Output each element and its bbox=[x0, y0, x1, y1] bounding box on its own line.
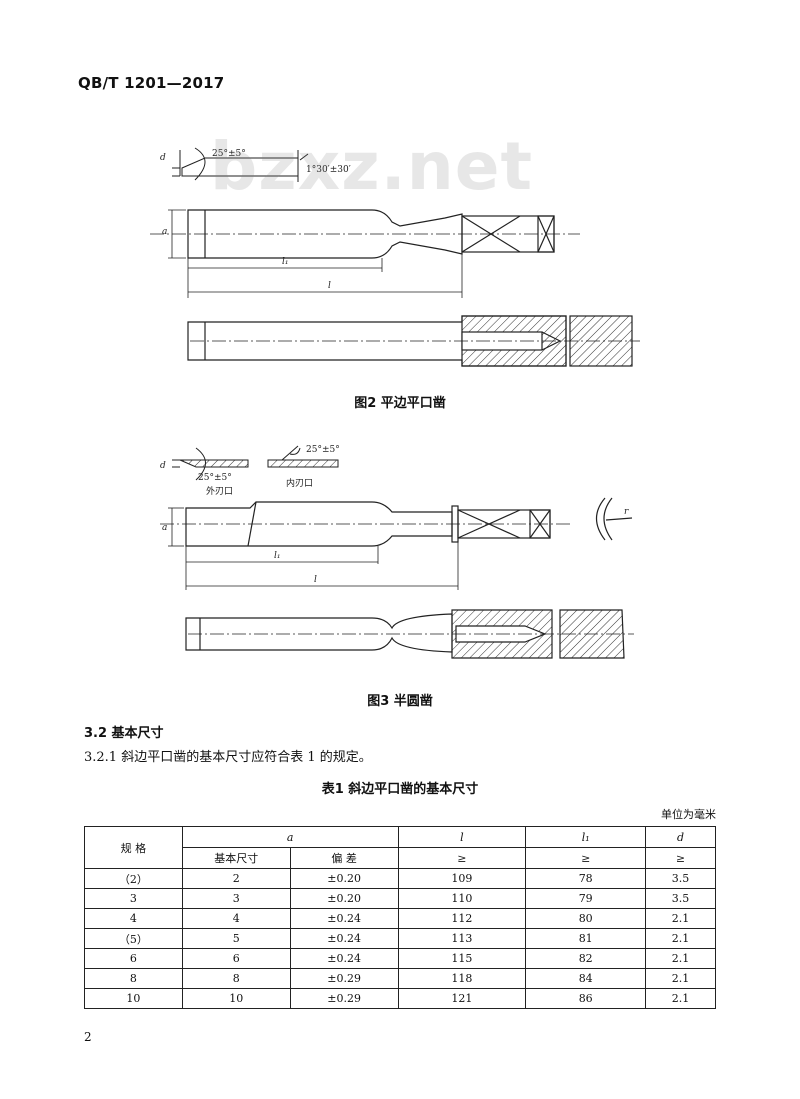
table-row: 10 10 ±0.29 121 86 2.1 bbox=[84, 988, 716, 1009]
cell-d: 2.1 bbox=[645, 968, 716, 989]
unit-note: 单位为毫米 bbox=[661, 808, 716, 821]
cell-spec: 6 bbox=[84, 948, 183, 969]
header-d: d bbox=[645, 826, 716, 848]
cell-d: 3.5 bbox=[645, 888, 716, 909]
table-row: （5） 5 ±0.24 113 81 2.1 bbox=[84, 928, 716, 949]
fig2-side-angle-label: 1°30′±30′ bbox=[306, 165, 351, 175]
cell-a-basic: 5 bbox=[181, 928, 291, 949]
table-row: 8 8 ±0.29 118 84 2.1 bbox=[84, 968, 716, 989]
section-title: 3.2 基本尺寸 bbox=[84, 726, 164, 741]
cell-a-basic: 6 bbox=[181, 948, 291, 969]
cell-a-tol: ±0.24 bbox=[289, 948, 399, 969]
figure-2-caption: 图2 平边平口凿 bbox=[354, 396, 446, 411]
cell-a-basic: 10 bbox=[181, 988, 291, 1009]
cell-l1: 78 bbox=[525, 868, 647, 889]
header-l: l bbox=[397, 826, 527, 848]
header-d-ge: ≥ bbox=[645, 847, 716, 869]
cell-a-basic: 8 bbox=[181, 968, 291, 989]
cell-l1: 80 bbox=[525, 908, 647, 929]
fig3-inner-edge-label: 内刃口 bbox=[286, 477, 313, 489]
cell-a-tol: ±0.20 bbox=[289, 888, 399, 909]
cell-a-tol: ±0.24 bbox=[289, 928, 399, 949]
table-row: 3 3 ±0.20 110 79 3.5 bbox=[84, 888, 716, 909]
fig3-outer-edge-label: 外刃口 bbox=[206, 485, 233, 497]
cell-l: 118 bbox=[397, 968, 527, 989]
page-number: 2 bbox=[84, 1030, 92, 1044]
cell-a-tol: ±0.29 bbox=[289, 968, 399, 989]
header-spec: 规 格 bbox=[84, 826, 183, 869]
table-title: 表1 斜边平口凿的基本尺寸 bbox=[321, 782, 479, 797]
cell-l1: 86 bbox=[525, 988, 647, 1009]
fig3-d-label: d bbox=[160, 461, 166, 471]
cell-a-basic: 4 bbox=[181, 908, 291, 929]
cell-l: 112 bbox=[397, 908, 527, 929]
header-a-basic: 基本尺寸 bbox=[181, 847, 291, 869]
fig2-l-label: l bbox=[328, 281, 331, 291]
clause-text: 3.2.1 斜边平口凿的基本尺寸应符合表 1 的规定。 bbox=[84, 750, 372, 765]
cell-spec: 3 bbox=[84, 888, 183, 909]
cell-spec: 4 bbox=[84, 908, 183, 929]
fig2-a-label: a bbox=[162, 227, 167, 237]
cell-spec: （2） bbox=[84, 868, 183, 889]
header-l1-ge: ≥ bbox=[525, 847, 647, 869]
cell-a-tol: ±0.24 bbox=[289, 908, 399, 929]
header-l1: l₁ bbox=[525, 826, 647, 848]
header-a: a bbox=[181, 826, 399, 848]
fig2-edge-angle-label: 25°±5° bbox=[212, 149, 246, 159]
cell-a-tol: ±0.20 bbox=[289, 868, 399, 889]
figure-2-drawing: d 25°±5° 1°30′±30′ a l₁ l bbox=[0, 130, 800, 380]
table-row: （2） 2 ±0.20 109 78 3.5 bbox=[84, 868, 716, 889]
header-l-ge: ≥ bbox=[397, 847, 527, 869]
cell-l: 121 bbox=[397, 988, 527, 1009]
cell-l: 115 bbox=[397, 948, 527, 969]
cell-l1: 82 bbox=[525, 948, 647, 969]
fig3-inner-angle-label: 25°±5° bbox=[306, 445, 340, 455]
cell-spec: （5） bbox=[84, 928, 183, 949]
fig2-d-label: d bbox=[160, 153, 166, 163]
table-row: 6 6 ±0.24 115 82 2.1 bbox=[84, 948, 716, 969]
table-row: 4 4 ±0.24 112 80 2.1 bbox=[84, 908, 716, 929]
cell-l1: 84 bbox=[525, 968, 647, 989]
standard-code: QB/T 1201—2017 bbox=[78, 74, 225, 92]
cell-a-basic: 2 bbox=[181, 868, 291, 889]
figure-3-drawing: d 25°±5° 25°±5° 外刃口 内刃口 r bbox=[0, 440, 800, 670]
cell-l: 110 bbox=[397, 888, 527, 909]
fig3-l-label: l bbox=[314, 575, 317, 585]
cell-a-tol: ±0.29 bbox=[289, 988, 399, 1009]
cell-spec: 10 bbox=[84, 988, 183, 1009]
cell-d: 3.5 bbox=[645, 868, 716, 889]
cell-l1: 81 bbox=[525, 928, 647, 949]
header-a-tolerance: 偏 差 bbox=[289, 847, 399, 869]
fig3-l1-label: l₁ bbox=[274, 551, 281, 561]
cell-l: 109 bbox=[397, 868, 527, 889]
fig3-a-label: a bbox=[162, 523, 167, 533]
cell-d: 2.1 bbox=[645, 908, 716, 929]
fig2-l1-label: l₁ bbox=[282, 257, 289, 267]
fig3-r-label: r bbox=[624, 507, 629, 517]
cell-d: 2.1 bbox=[645, 928, 716, 949]
cell-a-basic: 3 bbox=[181, 888, 291, 909]
cell-l1: 79 bbox=[525, 888, 647, 909]
cell-spec: 8 bbox=[84, 968, 183, 989]
cell-l: 113 bbox=[397, 928, 527, 949]
dimensions-table: 规 格 a l l₁ d 基本尺寸 偏 差 ≥ ≥ ≥ （2） 2 ±0.20 … bbox=[84, 826, 716, 1009]
fig3-outer-angle-label: 25°±5° bbox=[198, 473, 232, 483]
cell-d: 2.1 bbox=[645, 988, 716, 1009]
cell-d: 2.1 bbox=[645, 948, 716, 969]
figure-3-caption: 图3 半圆凿 bbox=[367, 694, 433, 709]
